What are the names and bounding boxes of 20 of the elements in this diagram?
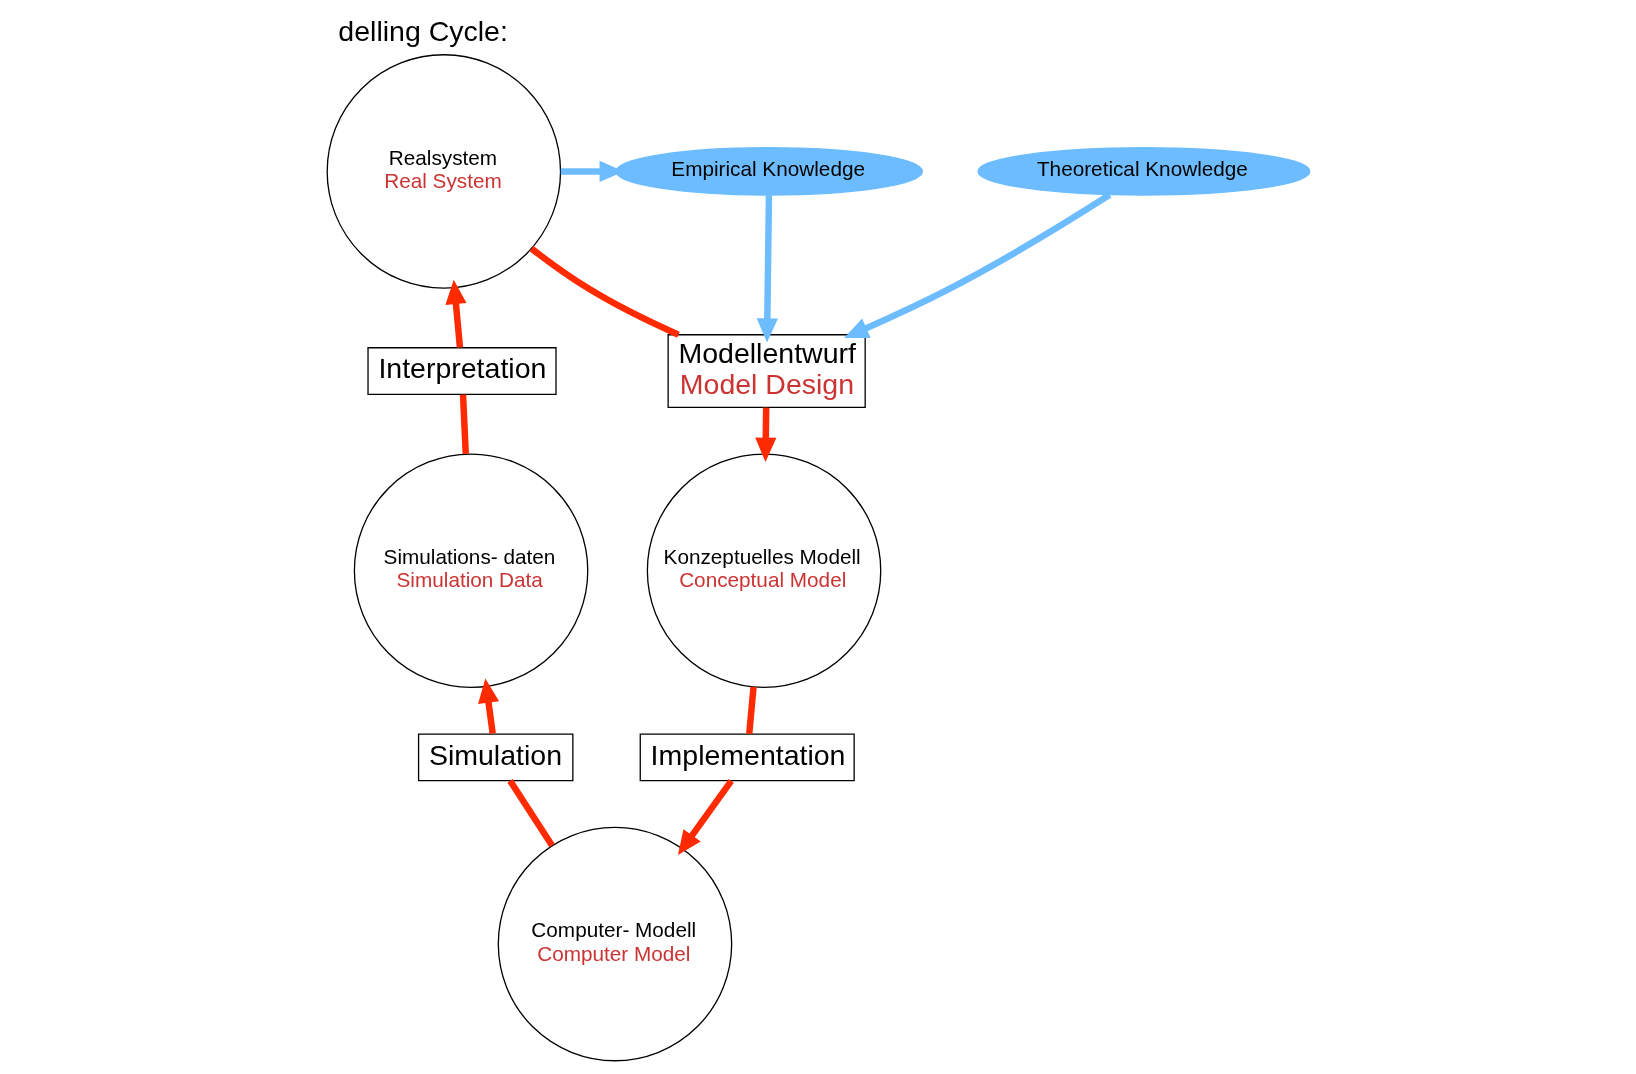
node-box: Implementation [639, 733, 855, 782]
connector [529, 246, 680, 338]
connector [459, 394, 469, 455]
arrow [477, 678, 499, 734]
node-ellipse: Theoretical Knowledge [976, 147, 1310, 196]
node-box: Modellentwurf Model Design [667, 334, 866, 408]
node-circle: Konzeptuelles Modell Conceptual Model [646, 453, 881, 689]
connector [745, 686, 757, 734]
node-box: Simulation [417, 733, 573, 782]
connector [506, 779, 555, 848]
arrow [756, 195, 778, 343]
arrow [754, 407, 776, 462]
node-circle: Simulations- daten Simulation Data [353, 453, 588, 689]
node-ellipse: Empirical Knowledge [614, 147, 923, 196]
diagram-title: delling Cycle: [337, 15, 508, 48]
arrow [677, 779, 734, 856]
arrow [843, 192, 1111, 338]
node-circle: Realsystem Real System [326, 54, 561, 289]
arrow [444, 279, 467, 348]
node-box: Interpretation [366, 347, 557, 396]
